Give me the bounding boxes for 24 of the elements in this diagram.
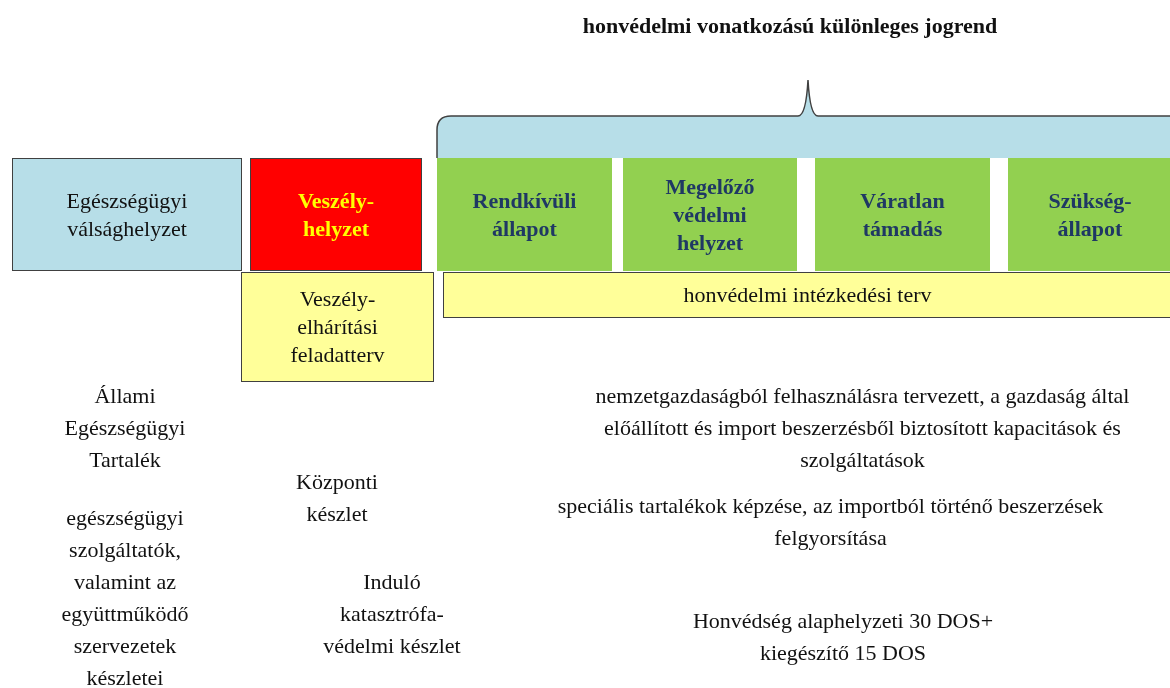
state-box bbox=[815, 158, 990, 271]
box-label: Szükség- állapot bbox=[1047, 186, 1133, 243]
box-label: Egészségügyi válsághelyzet bbox=[65, 186, 189, 243]
box-label: honvédelmi intézkedési terv bbox=[683, 281, 932, 309]
state-box bbox=[623, 158, 797, 271]
state-box bbox=[1008, 158, 1170, 271]
box-label: Megelőző védelmi helyzet bbox=[664, 172, 756, 257]
state-box bbox=[443, 272, 1170, 318]
state-box bbox=[12, 158, 242, 271]
diagram-title: honvédelmi vonatkozású különleges jogrend bbox=[581, 12, 999, 40]
box-label: Veszély- elhárítási feladatterv bbox=[289, 285, 386, 369]
state-box bbox=[437, 158, 612, 271]
note-text: egészségügyi szolgáltatók, valamint az együttműködő szervezetek készletei bbox=[60, 504, 190, 688]
state-box bbox=[241, 272, 434, 382]
note-text: nemzetgazdaságból felhasználásra tervezett, a gazdaság által előállított és import beszerzésből biztosított kapacitások és szolgáltatások bbox=[594, 382, 1131, 474]
box-label: Rendkívüli állapot bbox=[471, 186, 578, 243]
state-box bbox=[250, 158, 422, 271]
note-text: Központi készlet bbox=[295, 468, 379, 528]
box-label: Váratlan támadás bbox=[859, 186, 946, 243]
note-text: Honvédség alaphelyzeti 30 DOS+ kiegészítő 15 DOS bbox=[691, 607, 995, 667]
note-text: Induló katasztrófa- védelmi készlet bbox=[322, 568, 462, 660]
note-text: Állami Egészségügyi Tartalék bbox=[63, 382, 187, 474]
note-text: speciális tartalékok képzése, az importból történő beszerzések felgyorsítása bbox=[556, 492, 1105, 552]
box-label: Veszély- helyzet bbox=[296, 186, 376, 243]
